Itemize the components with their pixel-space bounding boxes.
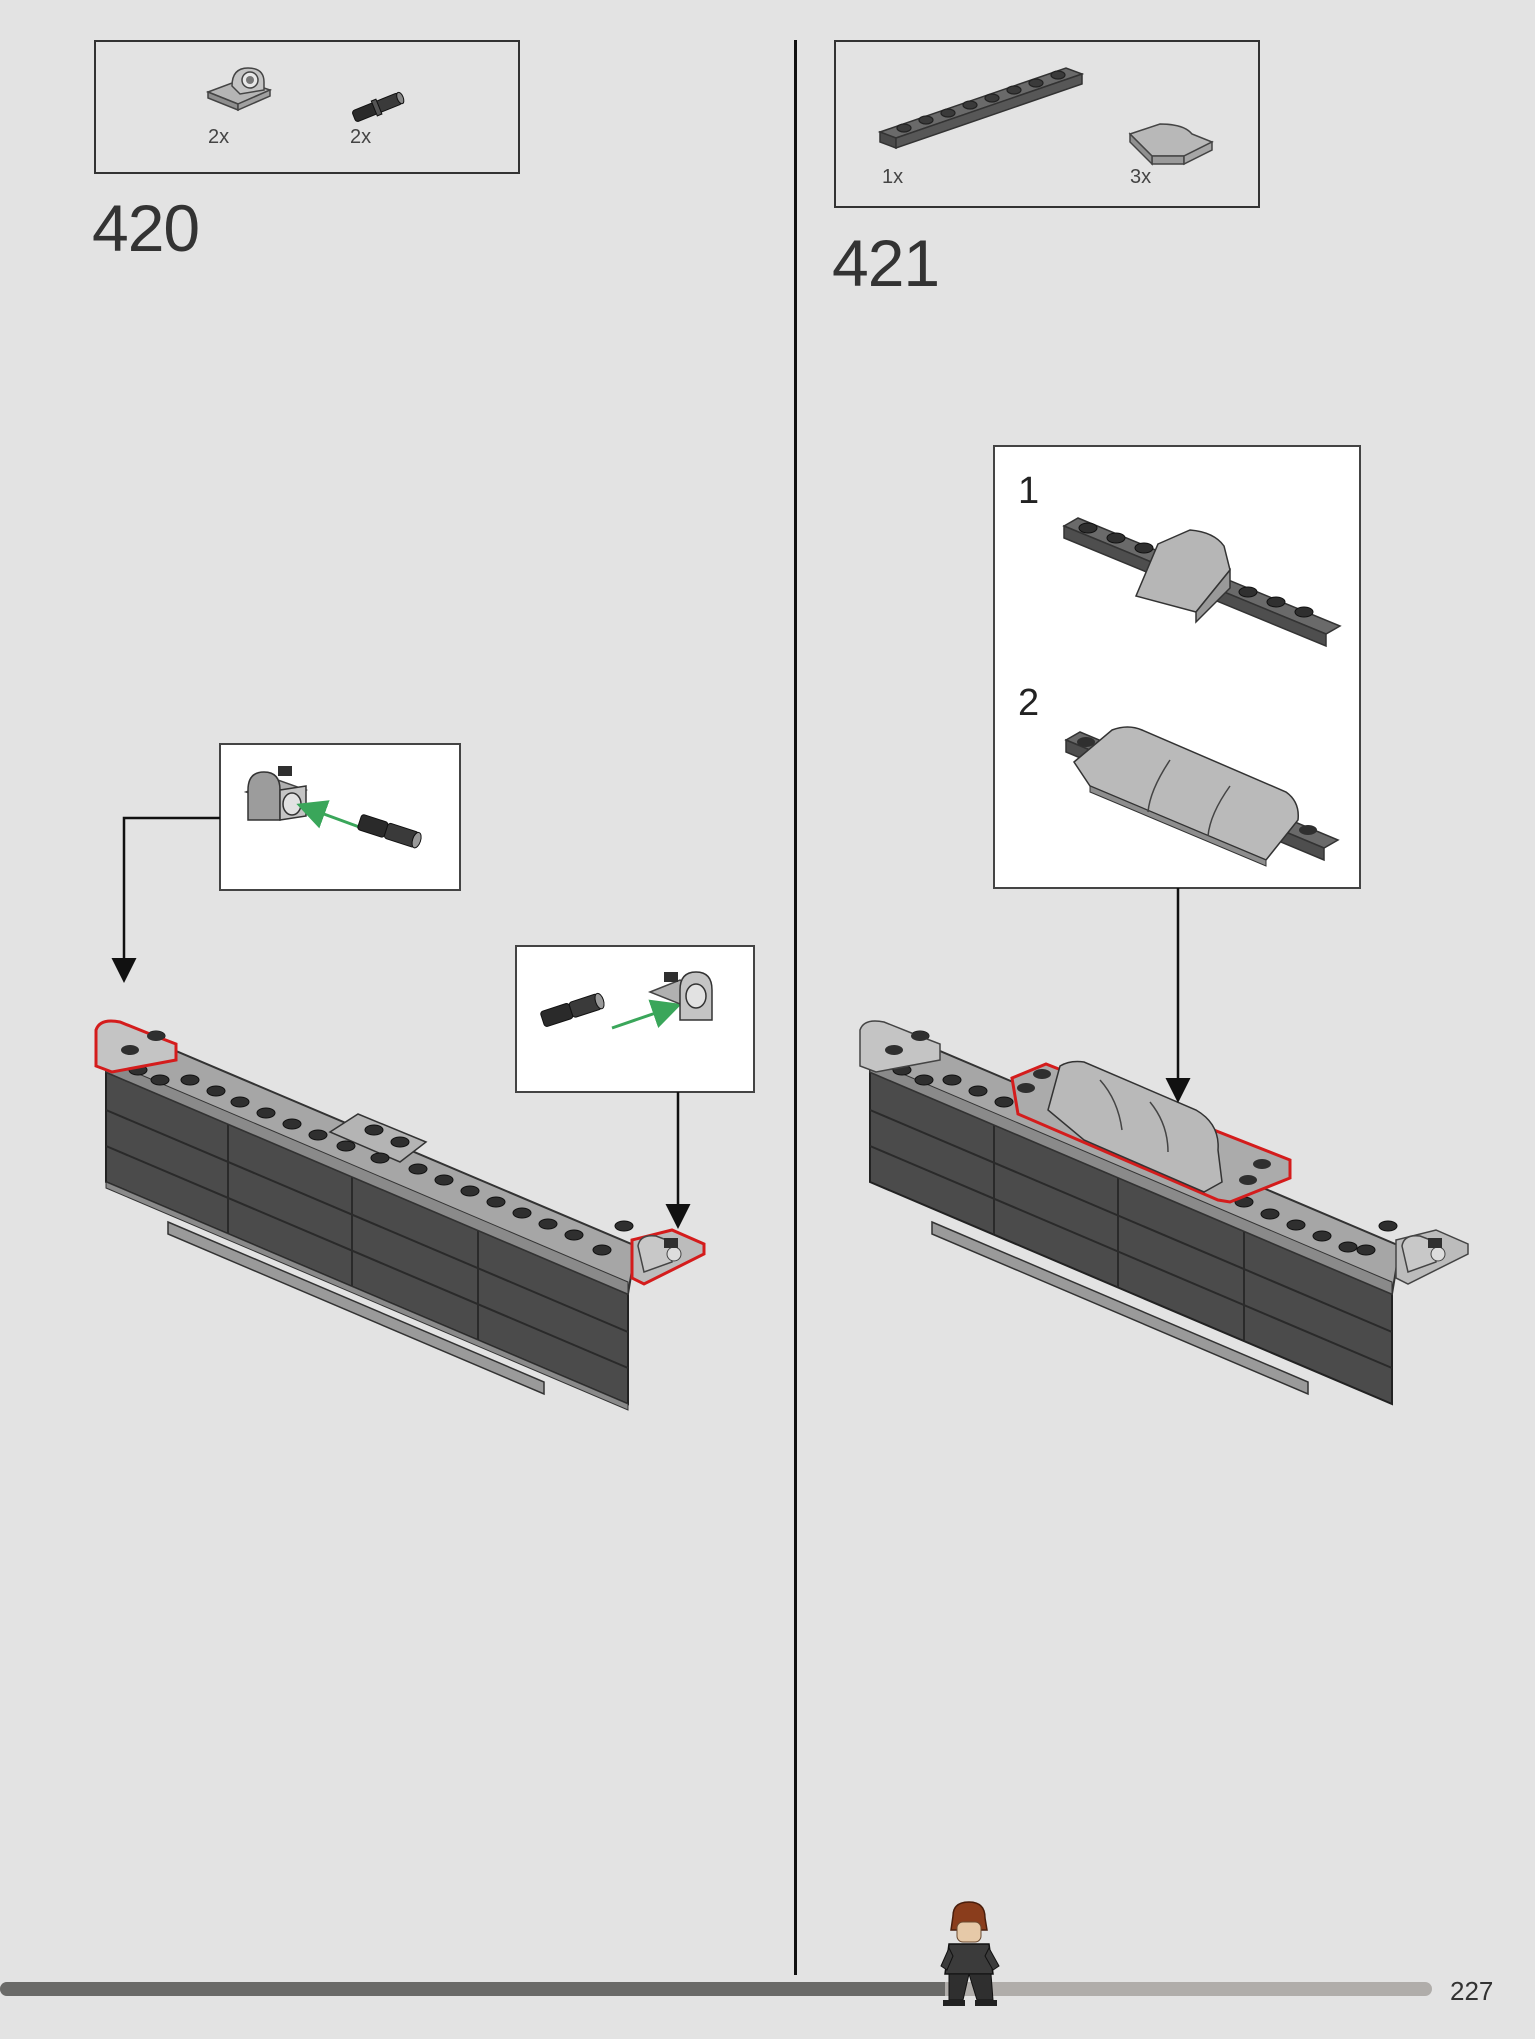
part-qty: 1x: [882, 166, 904, 188]
progress-bar: [0, 1982, 1432, 1996]
dark-gray-plate-1x8-icon: [877, 67, 1085, 150]
callout-420-left: [111, 743, 461, 983]
substep-number: 1: [1018, 470, 1040, 512]
wall-assembly-421: [859, 1020, 1469, 1406]
step-number: 421: [832, 226, 940, 300]
page-divider: [794, 40, 797, 1975]
black-technic-axle-pin-icon: [352, 91, 405, 122]
part-qty: 2x: [350, 126, 372, 148]
part-qty: 3x: [1130, 166, 1152, 188]
step-number: 420: [92, 191, 200, 265]
substep-number: 2: [1018, 682, 1040, 724]
wall-assembly-420: [94, 1019, 706, 1411]
parts-list-box-420: 2x 2x: [94, 40, 520, 174]
part-qty: 2x: [208, 126, 230, 148]
page-number: 227: [1450, 1976, 1494, 2006]
parts-list-box-421: 1x 3x: [834, 40, 1260, 208]
light-gray-curved-slope-icon: [1128, 123, 1214, 166]
callout-420-right: [515, 945, 755, 1229]
callout-421-substeps: [993, 445, 1361, 1103]
minifigure-icon: [940, 1901, 1000, 2006]
light-gray-pin-connector-plate-icon: [205, 67, 273, 112]
progress-bar-fill: [0, 1982, 946, 1996]
